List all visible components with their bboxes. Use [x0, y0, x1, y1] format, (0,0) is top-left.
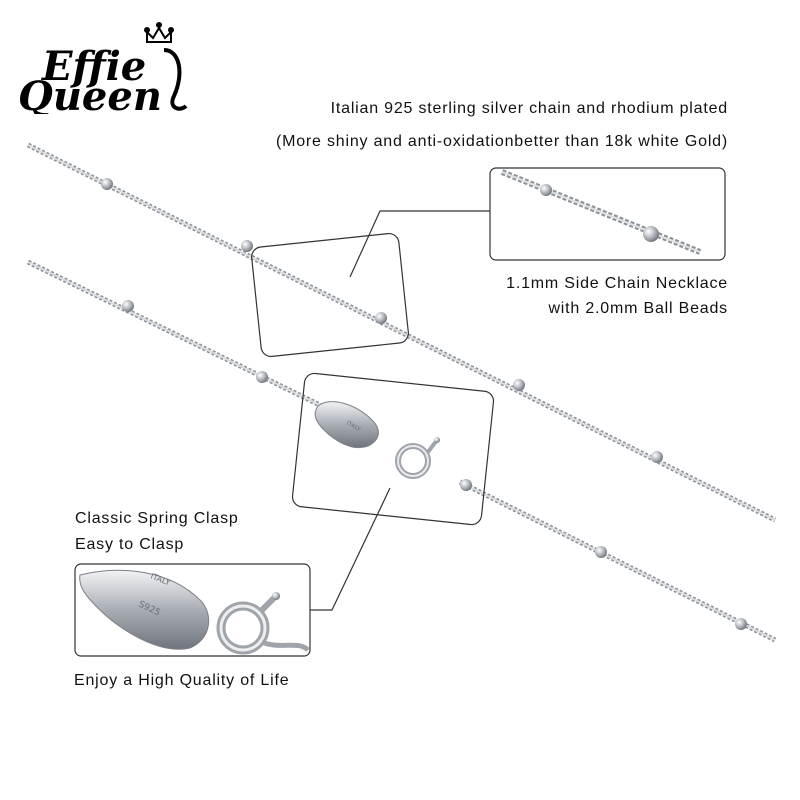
brand-logo: Effie Queen — [14, 14, 194, 114]
chain-callout-frame — [251, 232, 409, 358]
chain-detail-panel — [489, 167, 726, 261]
clasp-feature-line1: Classic Spring Clasp — [75, 510, 239, 527]
chain-bead — [595, 546, 607, 558]
brand-name-line1: Effie — [41, 43, 146, 90]
brand-swash — [163, 48, 188, 111]
chain-feature-line2: with 2.0mm Ball Beads — [548, 300, 728, 317]
chain-bead — [735, 618, 747, 630]
chain-bead — [241, 240, 253, 252]
clasp-feature-line2: Easy to Clasp — [75, 536, 185, 553]
brand-logo-graphic: Effie Queen — [18, 22, 188, 114]
chain-bead — [513, 379, 525, 391]
chain-bead — [101, 178, 113, 190]
clasp-callout-frame — [291, 372, 495, 526]
chain-bead — [256, 371, 268, 383]
tagline: Enjoy a High Quality of Life — [74, 672, 290, 689]
chain-bead — [375, 312, 387, 324]
spring-clasp: ITALY — [314, 401, 440, 479]
chain-bead — [122, 300, 134, 312]
clasp-callout-connector — [310, 487, 391, 611]
chain-callout-connector — [349, 210, 490, 278]
clasp-detail-panel: S925 ITALY — [74, 563, 311, 657]
chain-bead — [651, 451, 663, 463]
brand-name-line2: Queen — [18, 73, 162, 114]
lower-chain — [26, 259, 777, 643]
chain-bead — [460, 479, 472, 491]
chain-bead — [643, 226, 659, 242]
crown-icon — [144, 22, 174, 43]
chain-feature-line1: 1.1mm Side Chain Necklace — [506, 275, 728, 292]
chain-bead — [540, 184, 552, 196]
upper-chain — [26, 142, 777, 523]
headline-line1: Italian 925 sterling silver chain and rh… — [330, 100, 728, 117]
headline-line2: (More shiny and anti-oxidationbetter tha… — [275, 133, 728, 150]
